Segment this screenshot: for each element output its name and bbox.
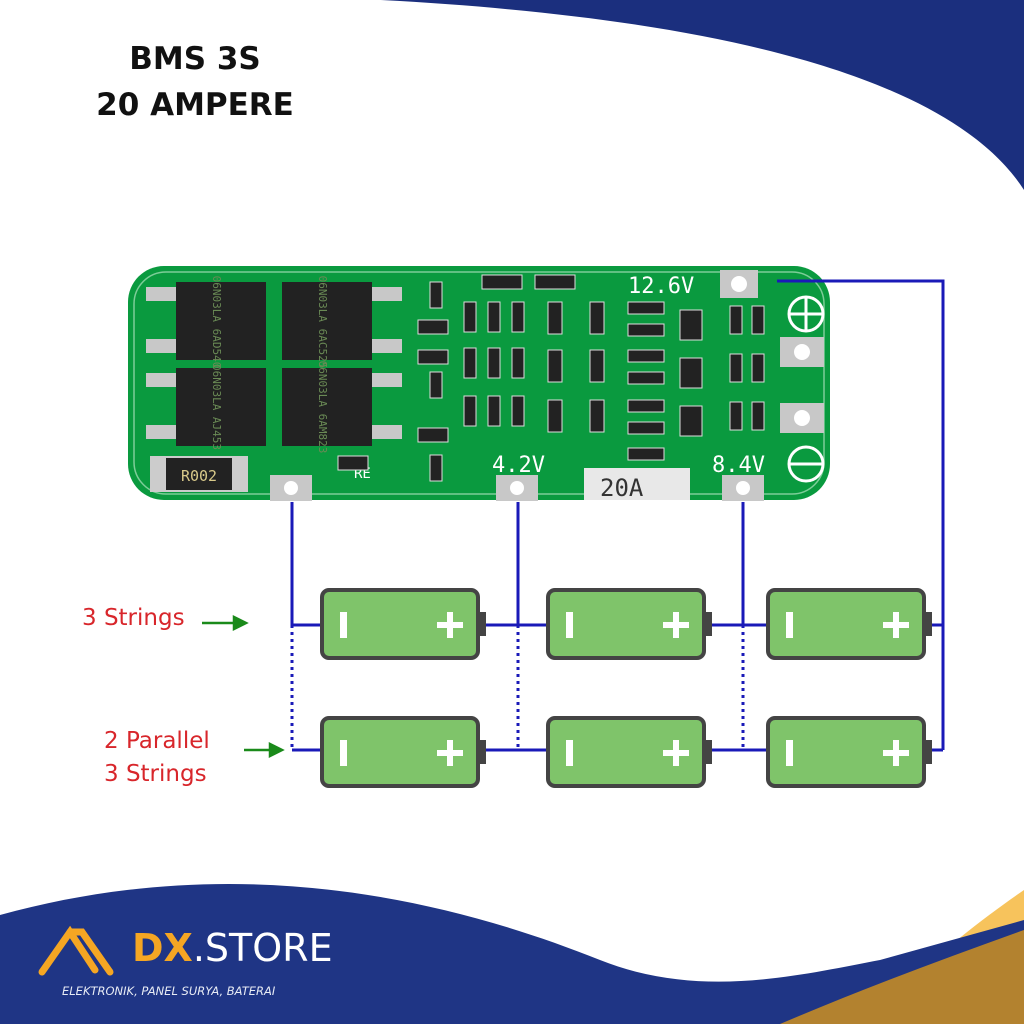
- battery-cell: [766, 588, 932, 660]
- voltage-label-12-6v: 12.6V: [628, 274, 694, 299]
- battery-plus-icon: [437, 612, 463, 638]
- battery-cell: [546, 588, 712, 660]
- title-line-2: 20 AMPERE: [96, 87, 294, 123]
- mosfet-label: 06N03LA 6AM823: [316, 361, 329, 454]
- battery-cell: [320, 716, 486, 788]
- mosfet-chips: [176, 282, 372, 446]
- battery-minus-icon: [340, 740, 347, 766]
- battery-cell: [546, 716, 712, 788]
- arrow-icon: [202, 614, 285, 759]
- shunt-label: R002: [181, 467, 217, 485]
- battery-array: [320, 588, 932, 788]
- two-parallel-strings-label: 3 Strings: [104, 761, 207, 787]
- bms-pcb-board: 06N03LA 6AD540 06N03LA 6AC525 06N03LA AJ…: [128, 266, 830, 502]
- battery-minus-icon: [340, 612, 347, 638]
- battery-minus-icon: [566, 612, 573, 638]
- voltage-label-8-4v: 8.4V: [712, 453, 765, 478]
- current-rating-box: [584, 468, 690, 500]
- two-parallel-label: 2 Parallel: [104, 728, 210, 754]
- battery-plus-icon: [663, 740, 689, 766]
- current-rating-label: 20A: [600, 474, 644, 502]
- battery-minus-icon: [786, 612, 793, 638]
- title-line-1: BMS 3S: [129, 41, 261, 77]
- bottom-gold-wave-dark: [780, 930, 1024, 1024]
- bottom-blue-wave: [0, 883, 1024, 1024]
- mosfet-label: 06N03LA 6AC525: [316, 276, 329, 369]
- battery-minus-icon: [786, 740, 793, 766]
- smd-components: [337, 274, 765, 482]
- battery-plus-icon: [437, 740, 463, 766]
- mosfet-label: 06N03LA 6AD540: [210, 276, 223, 369]
- voltage-label-4-2v: 4.2V: [492, 453, 545, 478]
- battery-plus-icon: [883, 612, 909, 638]
- battery-cell: [320, 588, 486, 660]
- battery-minus-icon: [566, 740, 573, 766]
- battery-plus-icon: [663, 612, 689, 638]
- top-blue-swoosh: [380, 0, 1024, 190]
- store-tagline: ELEKTRONIK, PANEL SURYA, BATERAI: [62, 984, 276, 998]
- three-strings-label: 3 Strings: [82, 605, 185, 631]
- brand-bold: DX: [132, 926, 193, 970]
- brand-rest: .STORE: [192, 926, 333, 970]
- battery-cell: [766, 716, 932, 788]
- product-title: BMS 3S 20 AMPERE: [60, 36, 330, 128]
- mosfet-label: 06N03LA AJ453: [210, 364, 223, 450]
- battery-plus-icon: [883, 740, 909, 766]
- dx-store-logo: DX.STORE: [132, 926, 333, 970]
- dx-logo-icon: [38, 925, 114, 976]
